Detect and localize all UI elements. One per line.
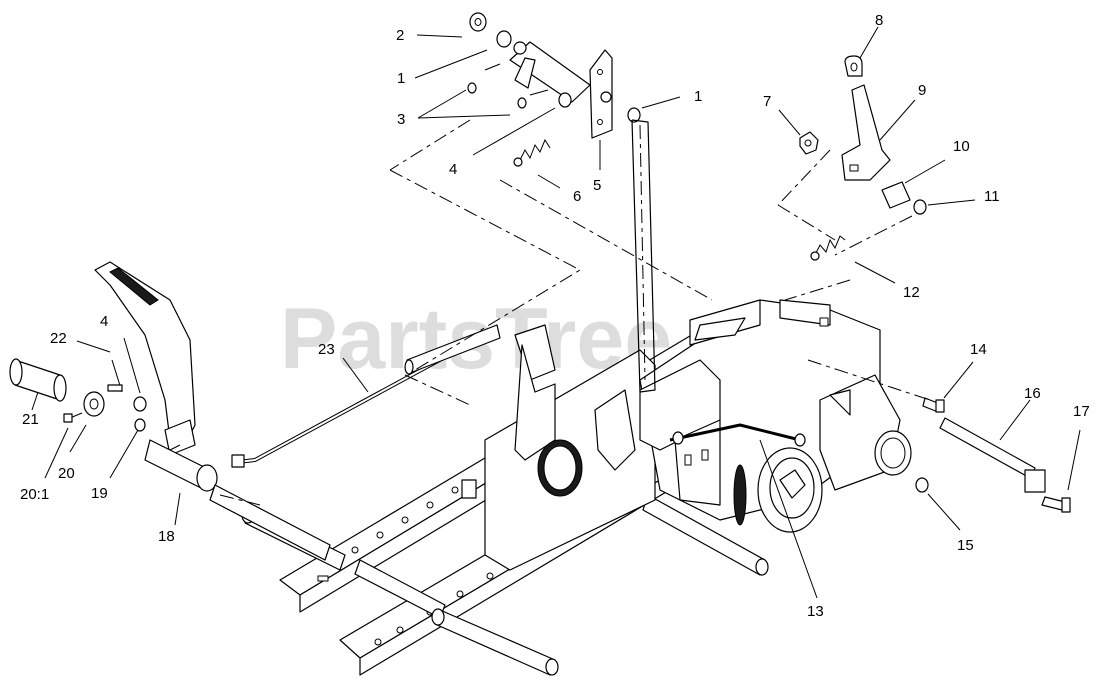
cross-tube-rear [431,608,559,676]
bushing-1-right [627,107,641,123]
cross-tube-right [642,494,769,576]
axle-housing [819,374,912,491]
callout-4-top: 4 [449,161,457,178]
callout-20: 20 [58,465,75,482]
bushing-1-top [496,30,512,48]
washer-4-top [558,92,572,108]
callout-4-left: 4 [100,313,108,330]
callout-12: 12 [903,284,920,301]
nut-7 [799,131,819,155]
bolt-17 [1041,496,1071,513]
clip-8 [844,55,863,77]
upper-pivot-arm [509,41,591,103]
callout-22: 22 [50,330,67,347]
callout-labels: 2 1 3 4 5 6 1 7 8 9 10 11 12 13 14 15 16… [20,12,1090,620]
spring-6 [513,138,551,167]
callout-16: 16 [1024,385,1041,402]
callout-20-1: 20:1 [20,486,49,503]
callout-15: 15 [957,537,974,554]
callout-14: 14 [970,341,987,358]
callout-2: 2 [396,27,404,44]
washer-20 [83,391,105,417]
pin-22 [107,359,123,393]
lever-9 [841,84,891,181]
bolt-14 [922,397,945,413]
callout-1-top: 1 [397,70,405,87]
spacer-10 [881,181,911,209]
callout-13: 13 [807,603,824,620]
assembly-lines [169,119,931,506]
washer-2 [469,12,487,32]
callout-9: 9 [918,82,926,99]
rod-16 [939,417,1046,493]
transmission-housing [639,299,881,521]
callout-19: 19 [91,485,108,502]
cotter-pins-3 [467,63,549,109]
bolt-20-1 [63,412,83,423]
brake-lever-bracket [589,49,613,139]
callout-3: 3 [397,111,405,128]
brake-rod-13 [669,423,806,447]
callout-8: 8 [875,12,883,29]
transmission-pulley [733,447,823,533]
callout-17: 17 [1073,403,1090,420]
brake-rod-vertical [631,119,656,393]
callout-6: 6 [573,188,581,205]
bushing-21 [9,358,67,402]
rod-23 [231,324,501,468]
callout-7: 7 [763,93,771,110]
leader-lines [31,26,1081,599]
pedal-shaft-18 [144,439,331,561]
callout-5: 5 [593,177,601,194]
nut-19 [134,418,146,432]
nut-15 [915,477,929,493]
callout-18: 18 [158,528,175,545]
washer-4-left [133,396,147,412]
callout-21: 21 [22,411,39,428]
spring-12 [810,235,846,261]
washer-11 [913,199,927,215]
callout-1-right: 1 [694,88,702,105]
callout-23: 23 [318,341,335,358]
pedal-arm [94,261,196,456]
callout-10: 10 [953,138,970,155]
mounting-plate [461,324,656,571]
callout-11: 11 [984,188,1000,205]
